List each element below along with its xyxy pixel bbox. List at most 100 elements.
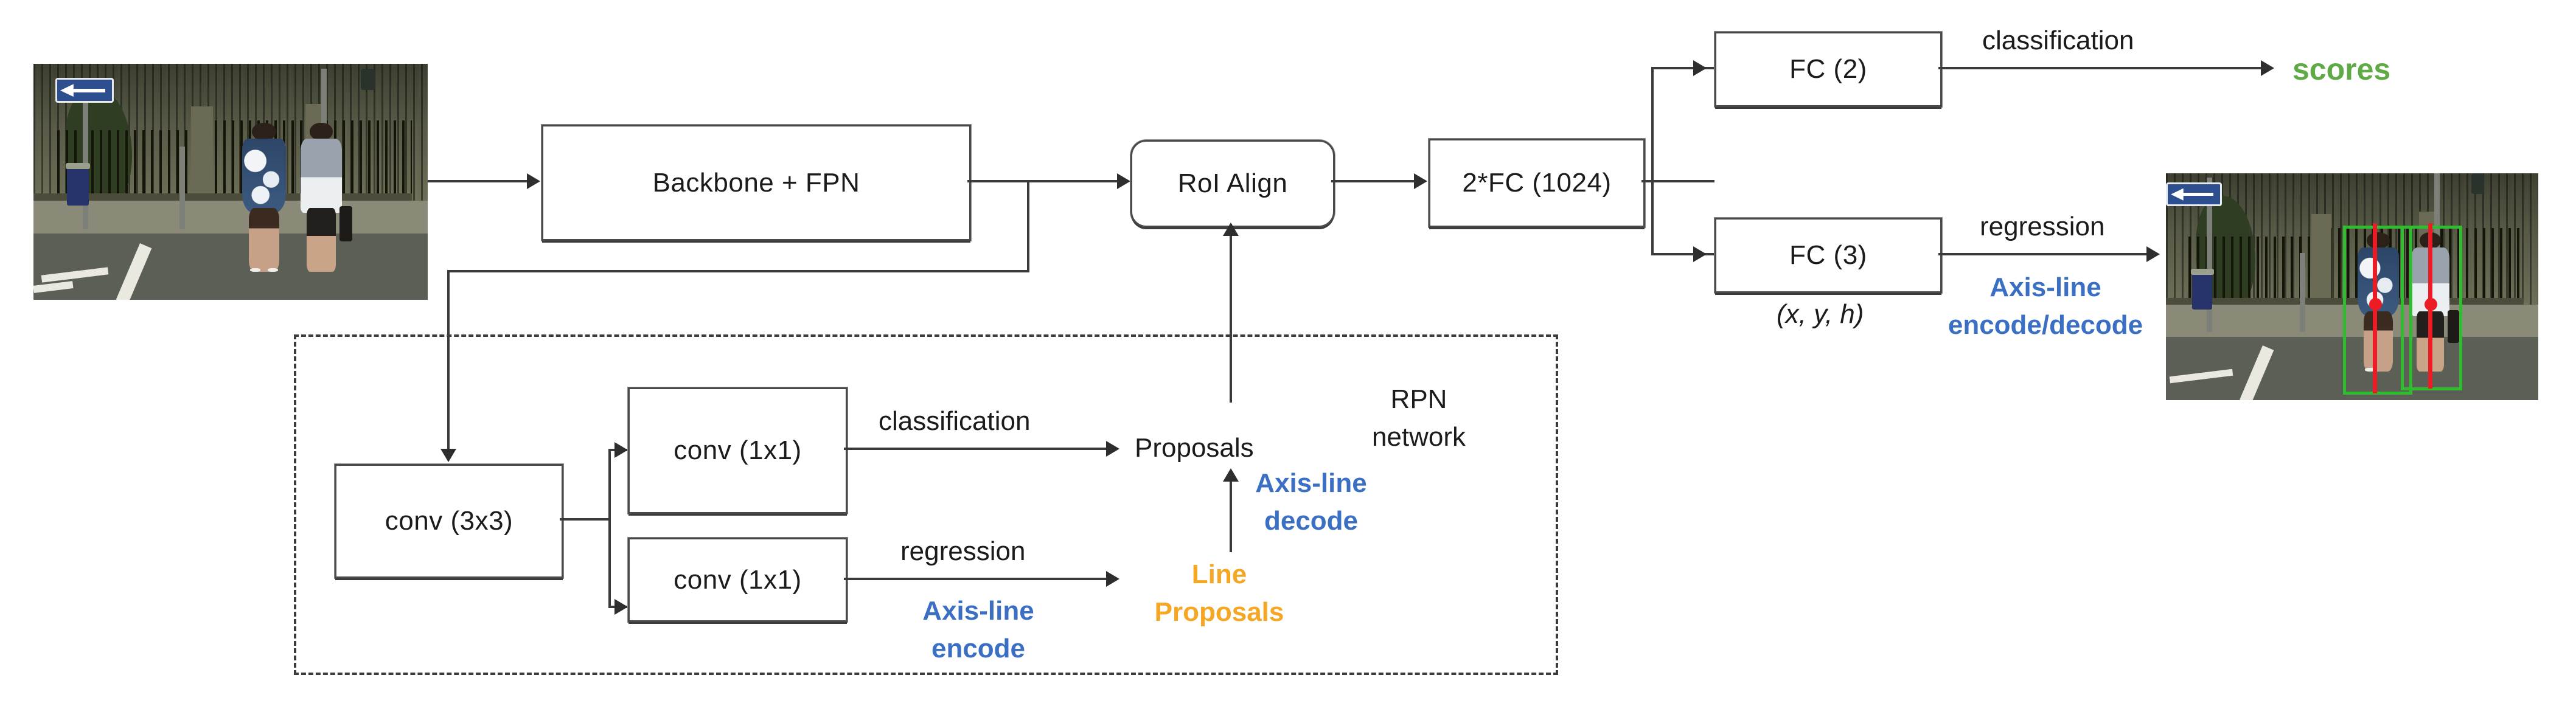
node-fc-1024[interactable]: 2*FC (1024) <box>1429 139 1645 227</box>
arrowhead-proposals-to-roi <box>1223 223 1239 236</box>
node-roi-align-label: RoI Align <box>1177 168 1288 198</box>
edge-line-proposals-to-proposals <box>1230 478 1232 552</box>
edge-conv-reg-to-line-proposals <box>844 578 1112 580</box>
edge-fc2-to-scores <box>1938 67 2267 69</box>
edge-head-split <box>1651 67 1654 255</box>
arrowhead-input-to-backbone <box>527 173 540 189</box>
ped1-shoe <box>249 268 260 272</box>
out-ped1-shoe <box>2364 368 2375 372</box>
input-pedestrian-2 <box>296 123 352 283</box>
output-traffic-light <box>2471 173 2485 194</box>
arrowhead-conv-cls-to-proposals <box>1106 441 1119 457</box>
node-fc3[interactable]: FC (3) <box>1714 218 1942 293</box>
edge-conv-cls-to-proposals <box>844 448 1112 450</box>
label-axis-encode-line2: encode <box>931 634 1026 663</box>
label-axis-encode-line1: Axis-line <box>922 596 1034 626</box>
ped1-shoe-2 <box>268 268 279 272</box>
arrowhead-split-to-fc2 <box>1693 60 1707 76</box>
arrowhead-split-to-conv-reg <box>614 599 628 615</box>
edge-feature-left <box>447 270 1029 272</box>
label-rpn-classification: classification <box>879 406 1031 436</box>
ped2-top <box>301 139 342 213</box>
detection-box-1 <box>2342 225 2412 395</box>
output-trash-bin <box>2190 268 2214 310</box>
label-axis-decode-line1: Axis-line <box>1255 468 1367 498</box>
label-axis-encdec-line2: encode/decode <box>1948 310 2143 340</box>
label-proposals: Proposals <box>1135 433 1254 463</box>
node-conv-1x1-classification-label: conv (1x1) <box>674 435 802 465</box>
edge-input-to-backbone <box>428 180 528 182</box>
edge-split-to-fc2 <box>1651 67 1715 69</box>
arrowhead-line-proposals-to-proposals <box>1223 468 1239 482</box>
arrowhead-conv-reg-to-line-proposals <box>1106 571 1119 587</box>
arrowhead-split-to-conv-cls <box>614 442 628 458</box>
output-sign-pole <box>2207 178 2213 333</box>
input-pillar-left <box>191 106 213 210</box>
edge-fc3-to-output-image <box>1938 253 2153 255</box>
input-pedestrian-1 <box>237 123 292 283</box>
node-roi-align[interactable]: RoI Align <box>1130 140 1335 227</box>
one-way-sign-icon <box>55 78 114 103</box>
node-fc2[interactable]: FC (2) <box>1714 32 1942 107</box>
node-fc2-label: FC (2) <box>1789 54 1867 84</box>
output-pillar-left <box>2311 214 2332 314</box>
edge-rpn-split <box>608 449 611 608</box>
label-fc3-outputs: (x, y, h) <box>1777 299 1864 329</box>
edge-proposals-to-roi <box>1230 224 1232 403</box>
ped1-head <box>252 123 277 141</box>
node-fc3-label: FC (3) <box>1789 240 1867 270</box>
label-rpn-line2: network <box>1371 422 1466 452</box>
arrowhead-split-to-fc3 <box>1693 246 1707 262</box>
input-trash-bin <box>65 163 90 206</box>
label-scores: scores <box>2292 52 2391 86</box>
node-backbone-fpn[interactable]: Backbone + FPN <box>541 125 971 241</box>
input-post <box>179 146 185 229</box>
node-conv-3x3[interactable]: conv (3x3) <box>335 464 563 578</box>
input-road <box>33 234 428 300</box>
label-axis-encdec-line1: Axis-line <box>1989 272 2101 302</box>
edge-feature-to-conv3x3 <box>447 270 450 450</box>
output-image <box>2166 173 2538 400</box>
label-head-classification: classification <box>1982 26 2134 55</box>
ped1-legs <box>248 207 280 272</box>
node-conv-1x1-regression[interactable]: conv (1x1) <box>628 538 848 622</box>
input-image <box>33 64 428 300</box>
label-axis-decode-line2: decode <box>1264 506 1359 536</box>
ped1-dress <box>242 139 287 213</box>
out-ped2-bag <box>2448 310 2460 344</box>
label-line-proposals-line1: Line <box>1191 559 1247 589</box>
arrowhead-feature-to-conv3x3 <box>440 449 456 462</box>
node-fc-1024-label: 2*FC (1024) <box>1462 168 1612 198</box>
input-traffic-light <box>360 68 375 90</box>
out-ped1-legs <box>2363 311 2393 372</box>
detection-axis-center-2 <box>2425 298 2438 311</box>
ped2-skirt-legs <box>307 207 336 272</box>
arrowhead-backbone-to-roi <box>1117 173 1130 189</box>
node-backbone-fpn-label: Backbone + FPN <box>652 167 860 198</box>
label-rpn-line1: RPN <box>1390 384 1447 414</box>
arrowhead-fc3-to-output-image <box>2146 246 2160 262</box>
input-sign-pole <box>83 80 88 229</box>
label-line-proposals-line2: Proposals <box>1154 597 1284 627</box>
arrowhead-roi-to-fc1024 <box>1414 173 1427 189</box>
ped2-head <box>310 123 333 141</box>
label-head-regression: regression <box>1980 212 2105 241</box>
output-pavement <box>2166 305 2538 341</box>
ped2-bag <box>339 206 352 242</box>
node-conv-1x1-regression-label: conv (1x1) <box>674 564 802 595</box>
detection-axis-center-1 <box>2369 298 2382 311</box>
rpn-network-boundary <box>294 334 1558 675</box>
edge-backbone-to-roi <box>967 180 1118 182</box>
edge-fc1024-out <box>1641 180 1714 182</box>
node-conv-3x3-label: conv (3x3) <box>385 506 513 536</box>
edge-conv3x3-out <box>560 518 611 521</box>
node-conv-1x1-classification[interactable]: conv (1x1) <box>628 387 848 514</box>
arrowhead-fc2-to-scores <box>2261 60 2274 76</box>
output-road <box>2166 336 2538 400</box>
output-one-way-sign-icon <box>2166 182 2222 207</box>
out-ped1-head <box>2366 232 2390 249</box>
edge-feature-drop <box>1027 180 1029 271</box>
edge-roi-to-fc1024 <box>1331 180 1416 182</box>
output-post <box>2300 252 2306 333</box>
